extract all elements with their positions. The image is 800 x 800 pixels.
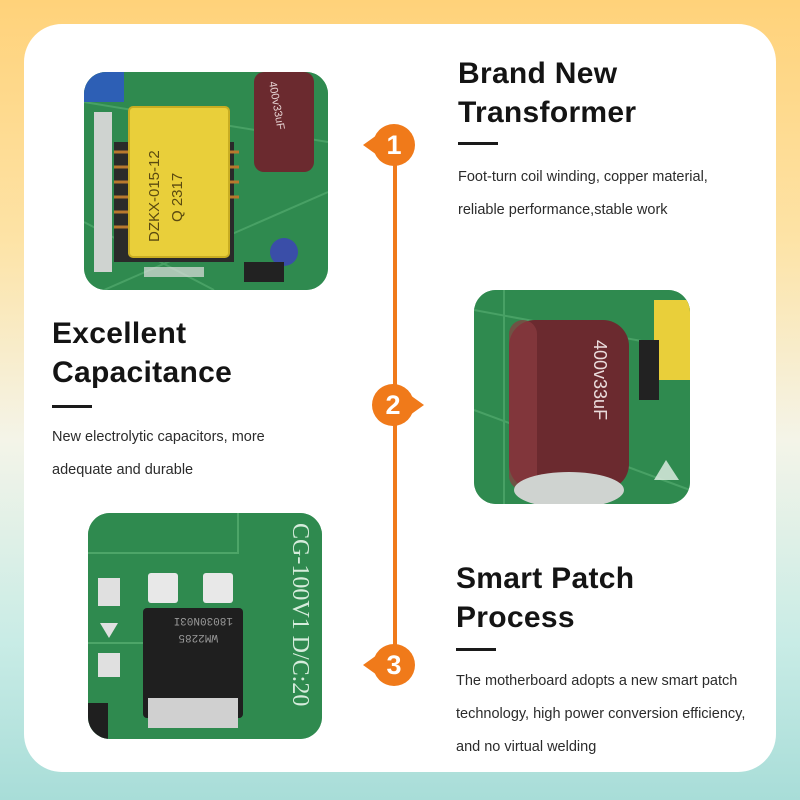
feature-card: DZKX-015-12 Q 2317 400v33uF Brand New Tr…: [24, 24, 776, 772]
chip-line-1: 18030N03I: [174, 614, 233, 626]
smart-patch-heading: Smart Patch Process: [456, 562, 635, 634]
step-1-badge: 1: [363, 118, 417, 172]
capacitance-heading: Excellent Capacitance: [52, 317, 233, 389]
step-3-number: 3: [386, 650, 402, 680]
capacitance-description: New electrolytic capacitors, more adequa…: [52, 429, 265, 478]
step-1-number: 1: [386, 130, 402, 160]
capacitance-heading-rule: [52, 405, 92, 408]
badge-pointer-left-icon: [363, 644, 415, 686]
step-2-number: 2: [385, 390, 401, 420]
badge-pointer-left-icon: [363, 124, 415, 166]
badge-pointer-right-icon: [372, 384, 424, 426]
capacitor-label: 400v33uF: [590, 340, 610, 420]
chip-line-2: WM2285: [178, 631, 218, 643]
transformer-heading: Brand New Transformer: [458, 57, 637, 129]
step-3-badge: 3: [363, 638, 417, 692]
smart-patch-description: The motherboard adopts a new smart patch…: [456, 673, 746, 755]
smart-patch-heading-rule: [456, 648, 496, 651]
board-label: CG-100V1 D/C:20: [287, 523, 313, 706]
capacitor-photo: 400v33uF: [474, 290, 690, 504]
transformer-description: Foot-turn coil winding, copper material,…: [458, 169, 708, 218]
transformer-photo: DZKX-015-12 Q 2317 400v33uF: [84, 72, 328, 290]
transformer-label: DZKX-015-12: [146, 150, 163, 242]
step-2-badge: 2: [370, 378, 424, 432]
smart-patch-photo: CG-100V1 D/C:20 18030N03I WM2285: [88, 513, 322, 739]
transformer-heading-rule: [458, 142, 498, 145]
transformer-code: Q 2317: [169, 173, 186, 222]
